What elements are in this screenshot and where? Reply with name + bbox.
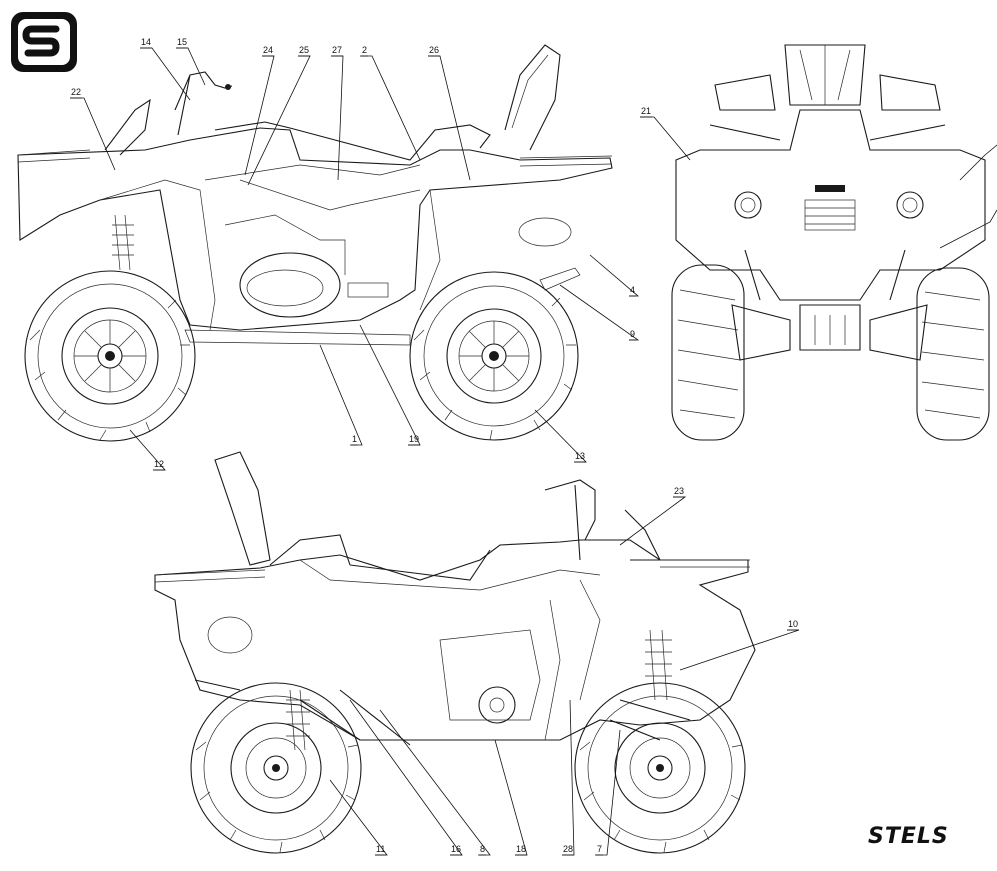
callout-21: 21 bbox=[641, 106, 651, 116]
atv-side-view-bottom bbox=[154, 451, 756, 854]
callout-22: 22 bbox=[71, 87, 81, 97]
callout-16: 16 bbox=[451, 844, 461, 854]
callout-24: 24 bbox=[263, 45, 273, 55]
callout-11: 11 bbox=[376, 844, 385, 854]
rear-wheel-bottom bbox=[190, 682, 362, 854]
callout-26: 26 bbox=[429, 45, 439, 55]
stels-logo-icon bbox=[11, 12, 77, 72]
callout-13: 13 bbox=[575, 451, 585, 461]
callout-10: 10 bbox=[788, 619, 798, 629]
callout-4: 4 bbox=[630, 285, 635, 295]
atv-front-view bbox=[671, 44, 990, 441]
callout-14: 14 bbox=[141, 37, 151, 47]
atv-side-view-top bbox=[17, 44, 613, 442]
rear-wheel-top bbox=[24, 270, 196, 442]
callout-7: 7 bbox=[597, 844, 602, 854]
front-wheel-bottom bbox=[574, 682, 746, 854]
callout-12: 12 bbox=[154, 459, 164, 469]
brand-wordmark: STELS bbox=[868, 824, 949, 849]
callout-2: 2 bbox=[362, 45, 367, 55]
callout-18: 18 bbox=[516, 844, 526, 854]
callout-28: 28 bbox=[563, 844, 573, 854]
callout-19: 19 bbox=[409, 434, 419, 444]
callout-labels: 14 15 22 24 25 27 2 26 4 9 1 19 12 13 21… bbox=[70, 37, 800, 856]
callout-27: 27 bbox=[332, 45, 342, 55]
front-wheel-top bbox=[409, 271, 579, 441]
callout-1: 1 bbox=[352, 434, 357, 444]
callout-15: 15 bbox=[177, 37, 187, 47]
callout-23: 23 bbox=[674, 486, 684, 496]
callout-leaders bbox=[70, 47, 997, 856]
callout-9: 9 bbox=[630, 329, 635, 339]
callout-25: 25 bbox=[299, 45, 309, 55]
callout-8: 8 bbox=[480, 844, 485, 854]
